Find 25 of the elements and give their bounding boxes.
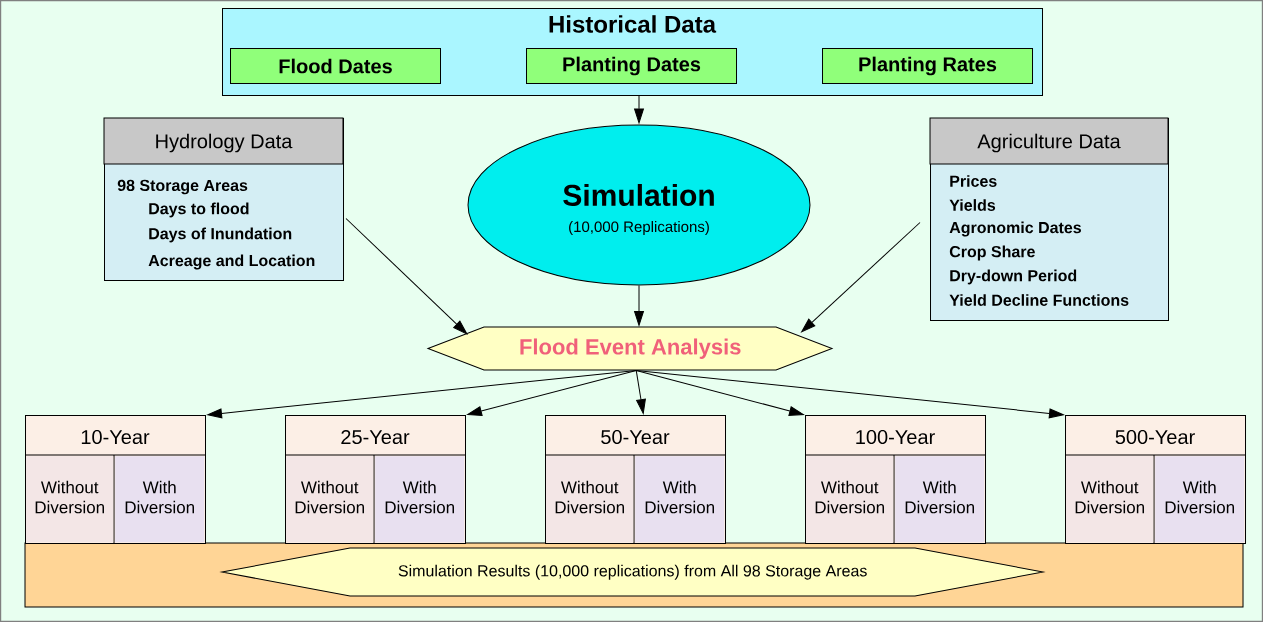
scenario-cell: With Diversion — [115, 456, 205, 543]
scenario-cell: Without Diversion — [286, 456, 374, 543]
data-box: Flood Dates — [230, 48, 441, 84]
arrow — [801, 222, 921, 333]
data-box: Planting Rates — [822, 48, 1033, 84]
data-box: Planting Dates — [526, 48, 737, 84]
arrow — [635, 369, 804, 416]
scenario-cell: Without Diversion — [546, 456, 634, 543]
scenario-cell: Without Diversion — [1066, 456, 1154, 543]
scenario-cell: With Diversion — [1155, 456, 1245, 543]
results-banner: Simulation Results (10,000 replications) from All 98 Storage Areas — [221, 547, 1044, 597]
arrow — [467, 369, 637, 416]
scenario-cell: Without Diversion — [806, 456, 894, 543]
analysis-hexagon: Flood Event Analysis — [427, 326, 833, 371]
arrow — [635, 369, 1064, 419]
arrow — [635, 369, 646, 414]
scenario-cell: With Diversion — [375, 456, 465, 543]
arrow — [345, 218, 468, 335]
scenario-cell: With Diversion — [895, 456, 985, 543]
arrow — [634, 285, 644, 326]
arrow — [634, 95, 644, 124]
data-card: Agriculture Data Prices Yields Agronomic Dates Crop Share Dry-down Period Yield Decline Functions — [929, 117, 1169, 321]
scenario-cell: With Diversion — [635, 456, 725, 543]
data-card: Hydrology Data 98 Storage Areas Days to flood Days of Inundation Acreage and Location — [103, 117, 344, 281]
scenario-cell: Without Diversion — [26, 456, 114, 543]
